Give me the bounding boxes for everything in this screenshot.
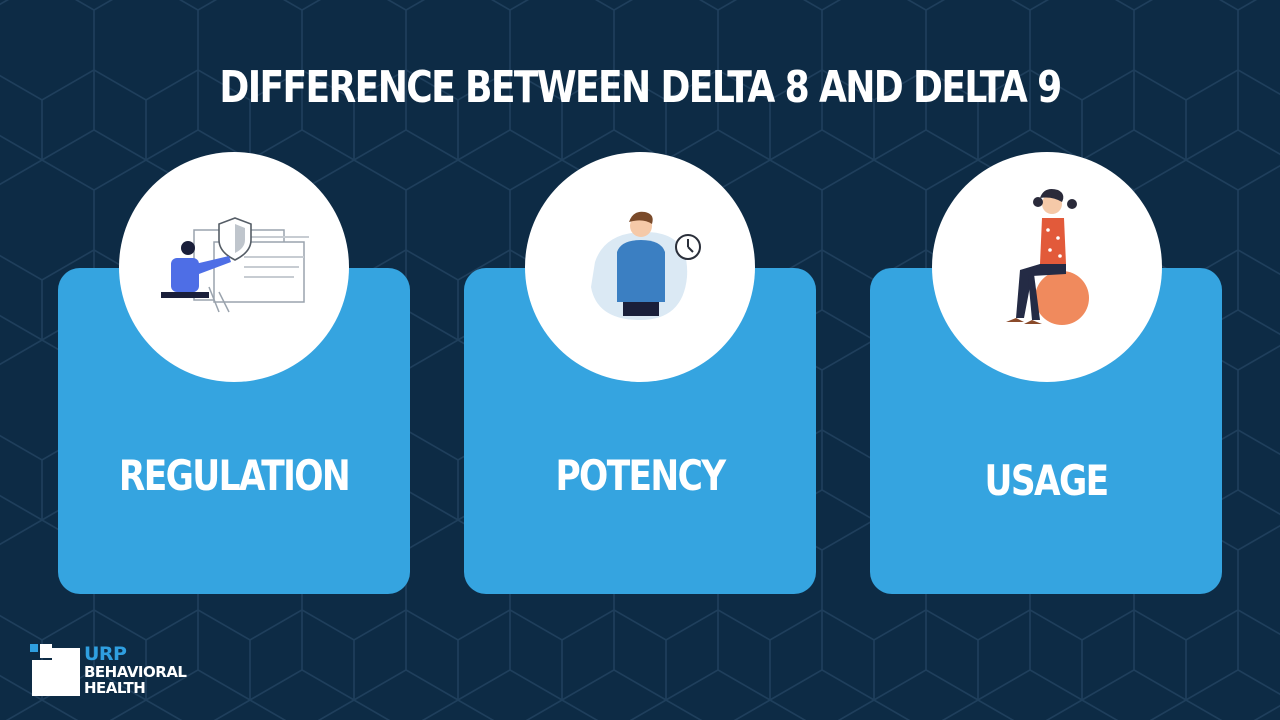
brand-logo: URP BEHAVIORAL HEALTH — [30, 643, 230, 697]
regulation-card-label: REGULATION — [118, 451, 351, 500]
regulation-illustration-icon — [119, 152, 349, 382]
logo-text-behavioral: BEHAVIORAL — [84, 663, 187, 681]
page-title: DIFFERENCE BETWEEN DELTA 8 AND DELTA 9 — [219, 62, 1062, 113]
usage-illustration-icon — [932, 152, 1162, 382]
usage-card-label: USAGE — [984, 456, 1109, 505]
logo-mark-icon — [30, 644, 80, 696]
potency-illustration-icon — [525, 152, 755, 382]
logo-text-urp: URP — [84, 643, 127, 665]
logo-text-health: HEALTH — [84, 679, 146, 697]
potency-card-label: POTENCY — [555, 451, 726, 500]
